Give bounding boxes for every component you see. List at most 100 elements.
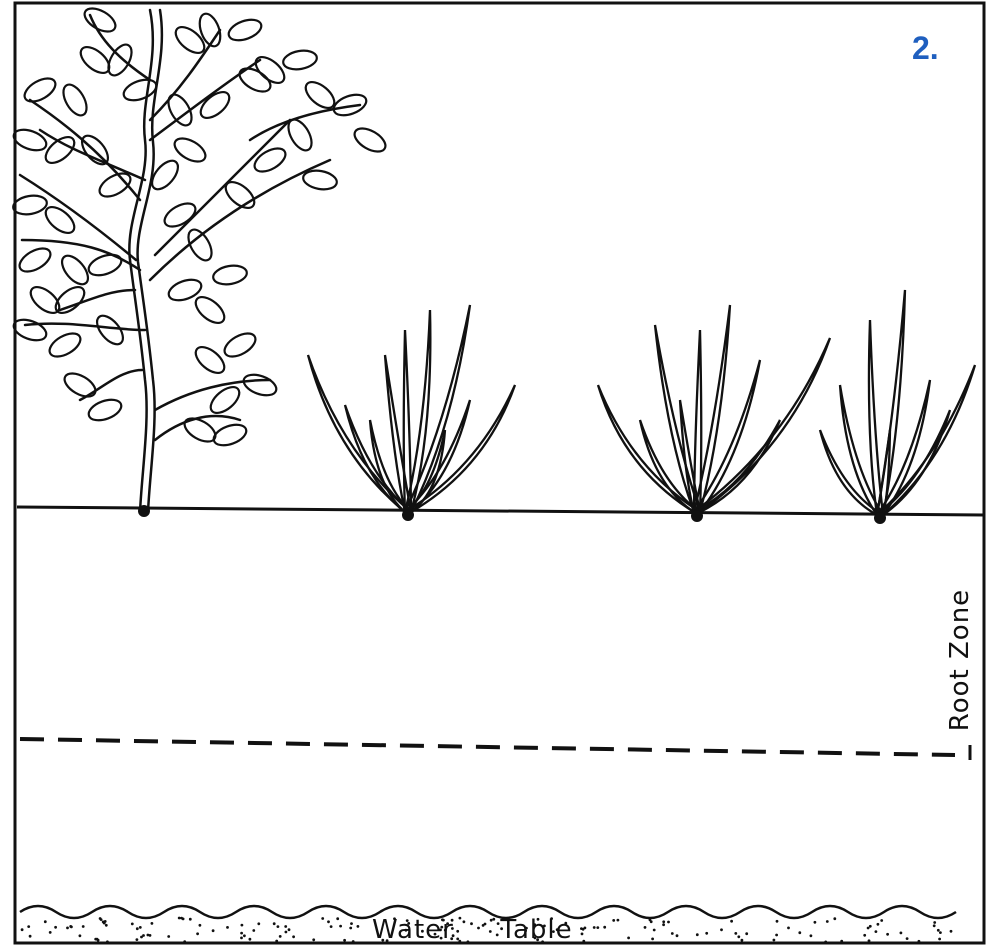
stipple-dot [612, 919, 615, 922]
stipple-dot [939, 931, 942, 934]
stipple-dot [285, 931, 288, 934]
grass-clump-1 [308, 305, 515, 512]
grass-blade [694, 338, 830, 512]
ground-surface-line [17, 507, 984, 515]
tree-leaves [11, 4, 389, 450]
stipple-dot [243, 934, 246, 937]
stipple-dot [644, 926, 647, 929]
tree-leaf [191, 292, 229, 328]
tree-leaf [59, 81, 92, 119]
stipple-dot [906, 937, 909, 940]
stipple-dot [104, 920, 107, 923]
tree-leaf [46, 329, 84, 362]
stipple-dot [357, 925, 360, 928]
stipple-dot [275, 940, 278, 943]
tree-leaf [11, 126, 49, 155]
stipple-dot [833, 917, 836, 920]
stipple-dot [284, 925, 287, 928]
stipple-dot [241, 924, 244, 927]
stipple-dot [330, 925, 333, 928]
stipple-dot [273, 922, 276, 925]
stipple-dot [29, 935, 32, 938]
stipple-dot [877, 923, 880, 926]
stipple-dot [212, 929, 215, 932]
stipple-dot [900, 932, 903, 935]
stipple-dot [97, 939, 100, 942]
stipple-dot [798, 931, 801, 934]
stipple-dot [44, 920, 47, 923]
stipple-dot [720, 928, 723, 931]
stipple-dot [151, 922, 154, 925]
stipple-dot [863, 934, 866, 937]
tree-leaf [12, 193, 49, 217]
stipple-dot [696, 933, 699, 936]
stipple-dot [196, 932, 199, 935]
grass-blade [877, 290, 905, 515]
grass-clump-3-base [874, 512, 886, 524]
water-table-word-1: Water [372, 915, 454, 945]
tree-leaf [161, 199, 199, 232]
stipple-dot [252, 929, 255, 932]
grass-blade [308, 355, 411, 512]
grass-blade [404, 330, 411, 512]
stipple-dot [240, 932, 243, 935]
stipple-dot [339, 925, 342, 928]
stipple-dot [775, 934, 778, 937]
panel-number: 2. [912, 32, 939, 64]
water-table-word-2: Table [500, 915, 572, 945]
stipple-dot [82, 925, 85, 928]
stipple-dot [868, 939, 871, 942]
stipple-dot [582, 928, 585, 931]
stipple-dot [136, 927, 139, 930]
stipple-dot [840, 940, 843, 943]
stipple-dot [581, 933, 584, 936]
stipple-dot [100, 918, 103, 921]
stipple-dot [352, 940, 355, 943]
tree-leaf [351, 124, 389, 157]
stipple-dot [131, 923, 134, 926]
stipple-dot [737, 935, 740, 938]
stipple-dot [869, 925, 872, 928]
stipple-dot [880, 919, 883, 922]
stipple-dot [886, 933, 889, 936]
stipple-dot [240, 937, 243, 940]
stipple-dot [257, 922, 260, 925]
grass-clump-3 [820, 290, 975, 515]
tree-leaf [251, 144, 289, 177]
stipple-dot [937, 929, 940, 932]
stipple-dot [142, 934, 145, 937]
stipple-dot [734, 932, 737, 935]
tree-leaf [86, 396, 124, 425]
tree-leaf [282, 48, 319, 72]
tree-leaf [302, 168, 339, 192]
stipple-dot [824, 941, 827, 944]
stipple-dot [627, 937, 630, 940]
stipple-dot [349, 927, 352, 930]
stipple-dot [69, 925, 72, 928]
tree-leaf [21, 74, 59, 107]
stipple-dot [66, 927, 69, 930]
stipple-dot [667, 921, 670, 924]
stipple-dot [49, 931, 52, 934]
stipple-dot [773, 939, 776, 942]
tree-leaf [41, 202, 79, 238]
stipple-dot [826, 920, 829, 923]
stipple-dot [178, 917, 181, 920]
stipple-dot [321, 917, 324, 920]
grass-clump-2-base [691, 510, 703, 522]
tree-leaf [331, 91, 369, 120]
root-zone-boundary [20, 739, 955, 755]
stipple-dot [106, 940, 109, 943]
stipple-dot [139, 926, 142, 929]
tree-leaf [212, 263, 249, 287]
tree-leaf [211, 421, 249, 450]
tree-leaf [16, 244, 54, 277]
stipple-dot [938, 938, 941, 941]
stipple-dot [950, 930, 953, 933]
stipple-dot [27, 925, 30, 928]
tree-leaf [11, 316, 49, 345]
grass-clump-2 [598, 305, 830, 512]
stipple-dot [745, 932, 748, 935]
stipple-dot [662, 920, 665, 923]
